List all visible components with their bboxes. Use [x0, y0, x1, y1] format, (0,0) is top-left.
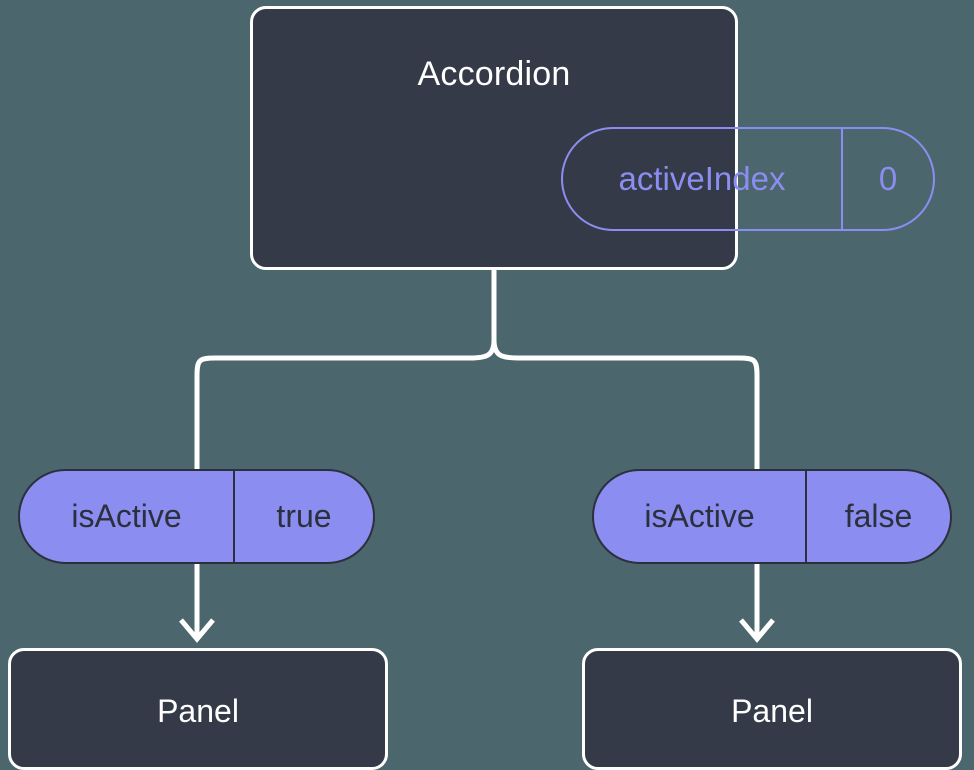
state-pill-active-index[interactable]: activeIndex 0	[561, 127, 935, 231]
prop-pill-value-right: false	[805, 471, 950, 562]
connector-split-left	[194, 337, 497, 472]
accordion-title: Accordion	[417, 55, 571, 93]
panel-title-right: Panel	[731, 693, 813, 729]
prop-pill-key-left: isActive	[71, 498, 182, 534]
prop-pill-is-active-false[interactable]: isActive false	[592, 469, 952, 564]
accordion-node[interactable]: Accordion activeIndex 0	[250, 6, 935, 270]
state-pill-value: 0	[841, 129, 933, 229]
arrow-left	[179, 564, 215, 643]
panel-title-left: Panel	[157, 693, 239, 729]
connector-split-right	[491, 337, 760, 472]
panel-node-right[interactable]: Panel	[582, 648, 962, 770]
prop-pill-key-right: isActive	[644, 498, 755, 534]
state-pill-key: activeIndex	[618, 160, 786, 197]
prop-pill-value-left: true	[233, 471, 373, 562]
prop-pill-is-active-true[interactable]: isActive true	[18, 469, 375, 564]
arrow-right	[739, 564, 775, 643]
panel-node-left[interactable]: Panel	[8, 648, 388, 770]
